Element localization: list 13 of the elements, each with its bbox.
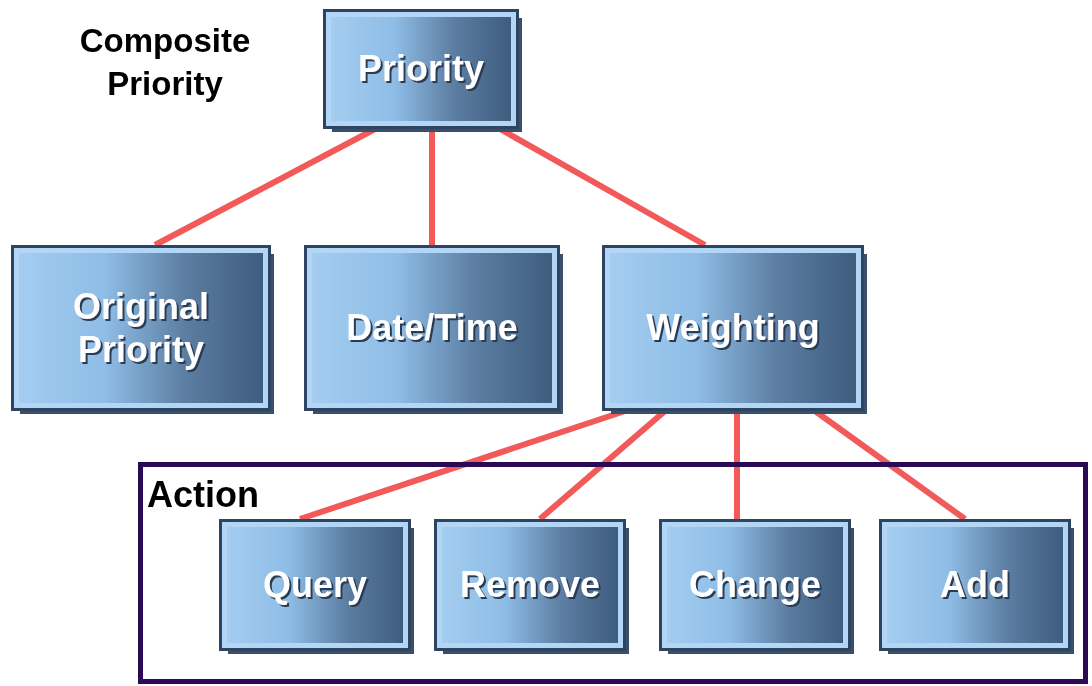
box-label: Add — [940, 563, 1010, 607]
box-label: Remove — [459, 563, 601, 607]
box-label: Date/Time — [346, 306, 518, 350]
box-label: Query — [262, 563, 367, 607]
connector-line — [734, 411, 740, 519]
box-label: Priority — [357, 47, 484, 91]
box-label: Change — [689, 563, 821, 607]
box-label: Weighting — [646, 306, 820, 350]
connector-line — [429, 129, 435, 245]
group-label: Action — [147, 475, 259, 515]
group-frame — [138, 462, 1088, 684]
box-label: Original Priority — [72, 284, 210, 372]
side-label: Composite Priority — [78, 21, 252, 104]
